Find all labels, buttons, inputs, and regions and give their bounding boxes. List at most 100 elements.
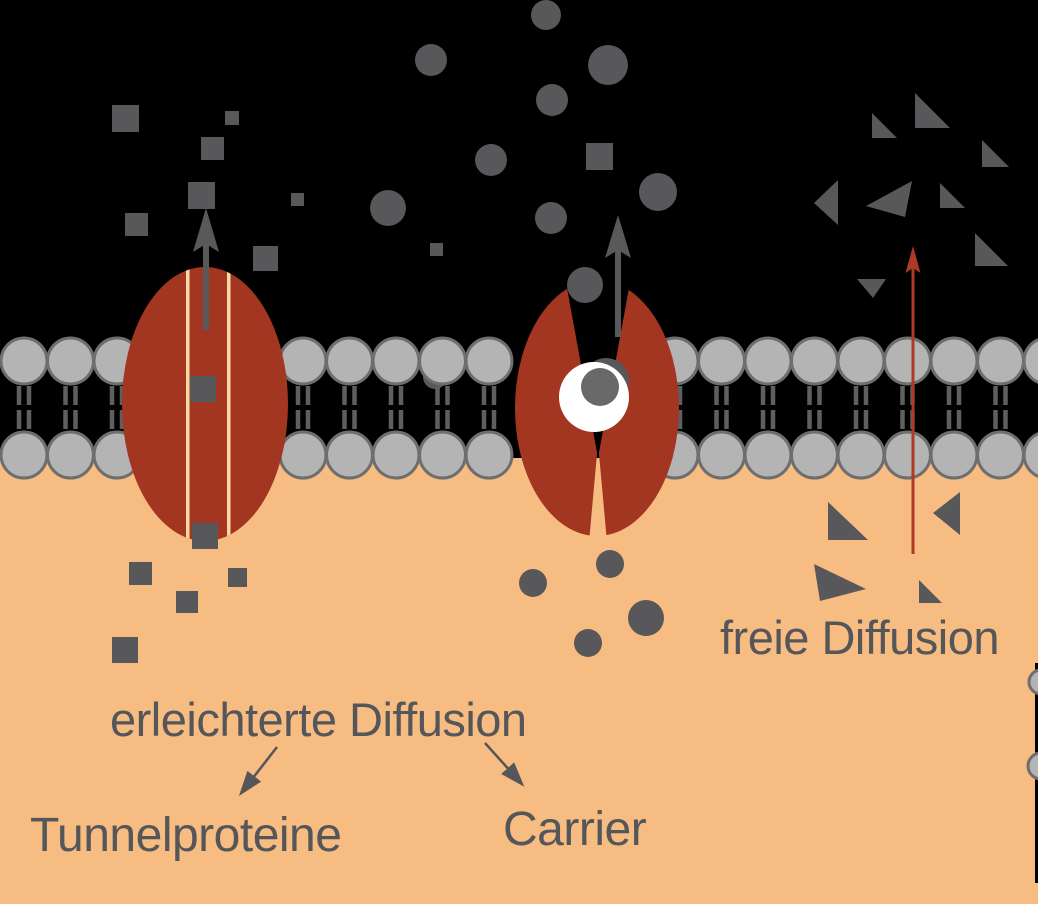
lipid-head	[976, 336, 1025, 386]
lipid-head	[0, 430, 49, 480]
molecule-circle	[588, 45, 628, 85]
edge-clipped-head	[1027, 668, 1038, 696]
molecules-layer	[112, 0, 1009, 663]
lipid-tail	[305, 410, 311, 429]
lipid-tail	[807, 386, 812, 405]
molecule-circle	[531, 0, 561, 30]
molecule-circle	[639, 173, 677, 211]
arrows-layer	[193, 208, 921, 554]
molecule-square	[201, 137, 224, 160]
molecule-circle	[628, 600, 664, 636]
molecule-square	[112, 637, 138, 663]
lipid-tail	[900, 386, 905, 405]
lipid-tail	[807, 410, 812, 429]
lipid-tail	[445, 386, 450, 405]
lipid-tail	[73, 386, 78, 405]
tunnel-proteins-label: Tunnelproteine	[30, 809, 341, 862]
lipid-tail	[491, 386, 497, 405]
edge-clipped-head	[1026, 751, 1038, 781]
molecule-triangle	[866, 181, 912, 217]
free-diffusion-arrow	[905, 246, 921, 554]
lipid-tail	[677, 410, 683, 429]
lipid-head	[464, 430, 514, 480]
membrane-tails	[16, 386, 1008, 429]
lipid-tail	[342, 386, 347, 405]
lipid-head	[743, 336, 793, 386]
lipid-tail	[388, 410, 394, 429]
free-diffusion-label: freie Diffusion	[720, 611, 999, 664]
lipid-head	[929, 336, 979, 386]
lipid-tail	[956, 386, 962, 405]
lipid-tail	[853, 386, 859, 405]
lipid-head	[883, 430, 932, 480]
lipid-tail	[900, 410, 905, 429]
lipid-head	[0, 336, 49, 386]
lipid-head	[790, 336, 839, 386]
lipid-tail	[677, 386, 683, 405]
molecule-circle	[574, 629, 602, 657]
lipid-head	[46, 430, 95, 480]
molecule-square	[253, 246, 278, 271]
pointer-arrow-to-tunnelproteine	[238, 746, 278, 796]
lipid-tail	[1003, 386, 1008, 405]
lipid-tail	[295, 410, 301, 429]
molecule-square	[125, 213, 148, 236]
lipid-tail	[481, 386, 487, 405]
molecule-square	[188, 182, 215, 209]
lipid-tail	[16, 410, 22, 429]
lipid-tail	[119, 410, 125, 429]
lipid-tail	[714, 386, 719, 405]
molecule-triangle	[828, 502, 868, 540]
lipid-head	[836, 336, 886, 386]
pointer-arrow-to-carrier	[484, 742, 525, 787]
lipid-tail	[305, 386, 311, 405]
lipid-head	[1022, 338, 1038, 384]
lipid-tail	[770, 386, 776, 405]
carrier-label: Carrier	[503, 803, 647, 856]
lipid-head	[790, 430, 839, 480]
lipid-tail	[63, 386, 68, 405]
molecule-triangle	[982, 140, 1009, 167]
tunnel-protein-body	[122, 267, 288, 541]
lipid-tail	[863, 410, 869, 429]
lipid-tail	[817, 410, 822, 429]
lipid-tail	[946, 410, 952, 429]
cytoplasm-background	[0, 458, 1038, 904]
right-edge-clipped-shapes	[1026, 663, 1038, 883]
lipid-tail	[63, 410, 68, 429]
molecule-square	[291, 193, 304, 206]
lipid-head	[371, 336, 421, 386]
molecule-circle	[536, 84, 568, 116]
lipid-head	[1022, 432, 1038, 478]
molecule-circle	[596, 550, 624, 578]
lipid-tail	[946, 386, 952, 405]
lipid-tail	[295, 386, 301, 405]
molecule-triangle	[940, 183, 965, 208]
lipid-tail	[119, 386, 125, 405]
lipid-tail	[398, 410, 404, 429]
lipid-tail	[760, 386, 766, 405]
molecule-triangle	[919, 580, 942, 603]
molecule-square	[129, 562, 152, 585]
carrier-binding-site	[559, 358, 629, 432]
lipid-tail	[993, 410, 998, 429]
lipid-tail	[853, 410, 859, 429]
lipid-head	[46, 336, 95, 386]
lipid-tail	[352, 410, 357, 429]
molecule-triangle	[975, 233, 1008, 266]
molecule-square	[228, 568, 247, 587]
carrier-bound-molecule	[581, 368, 619, 406]
molecule-square	[176, 591, 198, 613]
lipid-head	[418, 336, 467, 386]
lipid-head	[278, 336, 328, 386]
lipid-tail	[342, 410, 347, 429]
lipid-tail	[1003, 410, 1008, 429]
channel-line-left	[186, 267, 190, 541]
lipid-head	[883, 336, 932, 386]
molecule-triangle	[814, 564, 866, 601]
facilitated-diffusion-label: erleichterte Diffusion	[110, 693, 527, 746]
lipid-head	[697, 430, 746, 480]
lipid-tail	[388, 386, 394, 405]
